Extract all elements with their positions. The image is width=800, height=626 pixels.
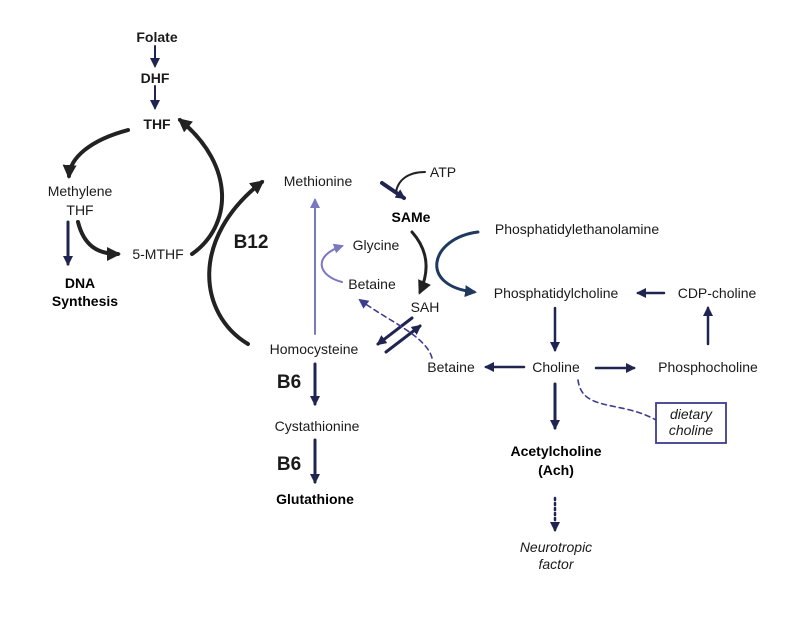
cdp-choline-label: CDP-choline xyxy=(678,285,757,301)
arrow-dashed-betaine-to-betaine xyxy=(358,298,433,359)
neurotropic-factor-label-line2: factor xyxy=(538,556,574,572)
arrow-sah-to-homocysteine xyxy=(376,316,414,346)
dhf-label: DHF xyxy=(141,70,170,86)
acetylcholine-label-line2: (Ach) xyxy=(538,462,574,478)
methionine-label: Methionine xyxy=(284,173,353,189)
dietary-choline-label-line1: dietary xyxy=(670,406,713,422)
arrow-atp-to-same xyxy=(395,171,426,193)
methylene-thf-label-line1: Methylene xyxy=(48,183,113,199)
glutathione-label: Glutathione xyxy=(276,491,354,507)
cystathionine-label: Cystathionine xyxy=(275,418,360,434)
thf-label: THF xyxy=(143,116,171,132)
phosphatidylcholine-label: Phosphatidylcholine xyxy=(494,285,619,301)
atp-label: ATP xyxy=(430,164,456,180)
arrow-methionine-to-same xyxy=(380,181,406,200)
sah-label: SAH xyxy=(411,299,440,315)
5mthf-label: 5-MTHF xyxy=(132,246,183,262)
b6-first-label: B6 xyxy=(277,372,301,393)
arrow-5mthf-to-thf xyxy=(177,118,224,256)
acetylcholine-label-line1: Acetylcholine xyxy=(510,443,601,459)
arrow-methylene-to-5mthf xyxy=(76,220,121,261)
dietary-choline-label-line2: choline xyxy=(669,422,714,438)
dna-synthesis-label-line1: DNA xyxy=(65,275,95,291)
phosphatidylethanolamine-label: Phosphatidylethanolamine xyxy=(495,221,659,237)
arrow-pe-to-pc xyxy=(435,230,480,297)
arrow-thf-to-methylene-thf xyxy=(62,128,130,179)
b12-label: B12 xyxy=(234,232,269,253)
same-label: SAMe xyxy=(392,209,431,225)
arrow-homocysteine-to-methionine xyxy=(207,180,265,346)
glycine-label: Glycine xyxy=(353,237,400,253)
folate-label: Folate xyxy=(136,29,177,45)
methylene-thf-label-line2: THF xyxy=(66,202,93,218)
dietary-choline-box xyxy=(655,402,727,444)
phosphocholine-label: Phosphocholine xyxy=(658,359,758,375)
neurotropic-factor-label-line1: Neurotropic xyxy=(520,539,592,555)
dashed-choline-to-dietary xyxy=(577,379,657,421)
b6-second-label: B6 xyxy=(277,454,301,475)
betaine-lower-label: Betaine xyxy=(427,359,475,375)
homocysteine-label: Homocysteine xyxy=(270,341,359,357)
arrow-homocysteine-to-sah xyxy=(384,324,422,354)
choline-label: Choline xyxy=(532,359,580,375)
dna-synthesis-label-line2: Synthesis xyxy=(52,293,118,309)
arrow-same-to-sah xyxy=(410,230,431,295)
betaine-upper-label: Betaine xyxy=(348,276,396,292)
arrow-betaine-to-glycine xyxy=(320,243,344,283)
